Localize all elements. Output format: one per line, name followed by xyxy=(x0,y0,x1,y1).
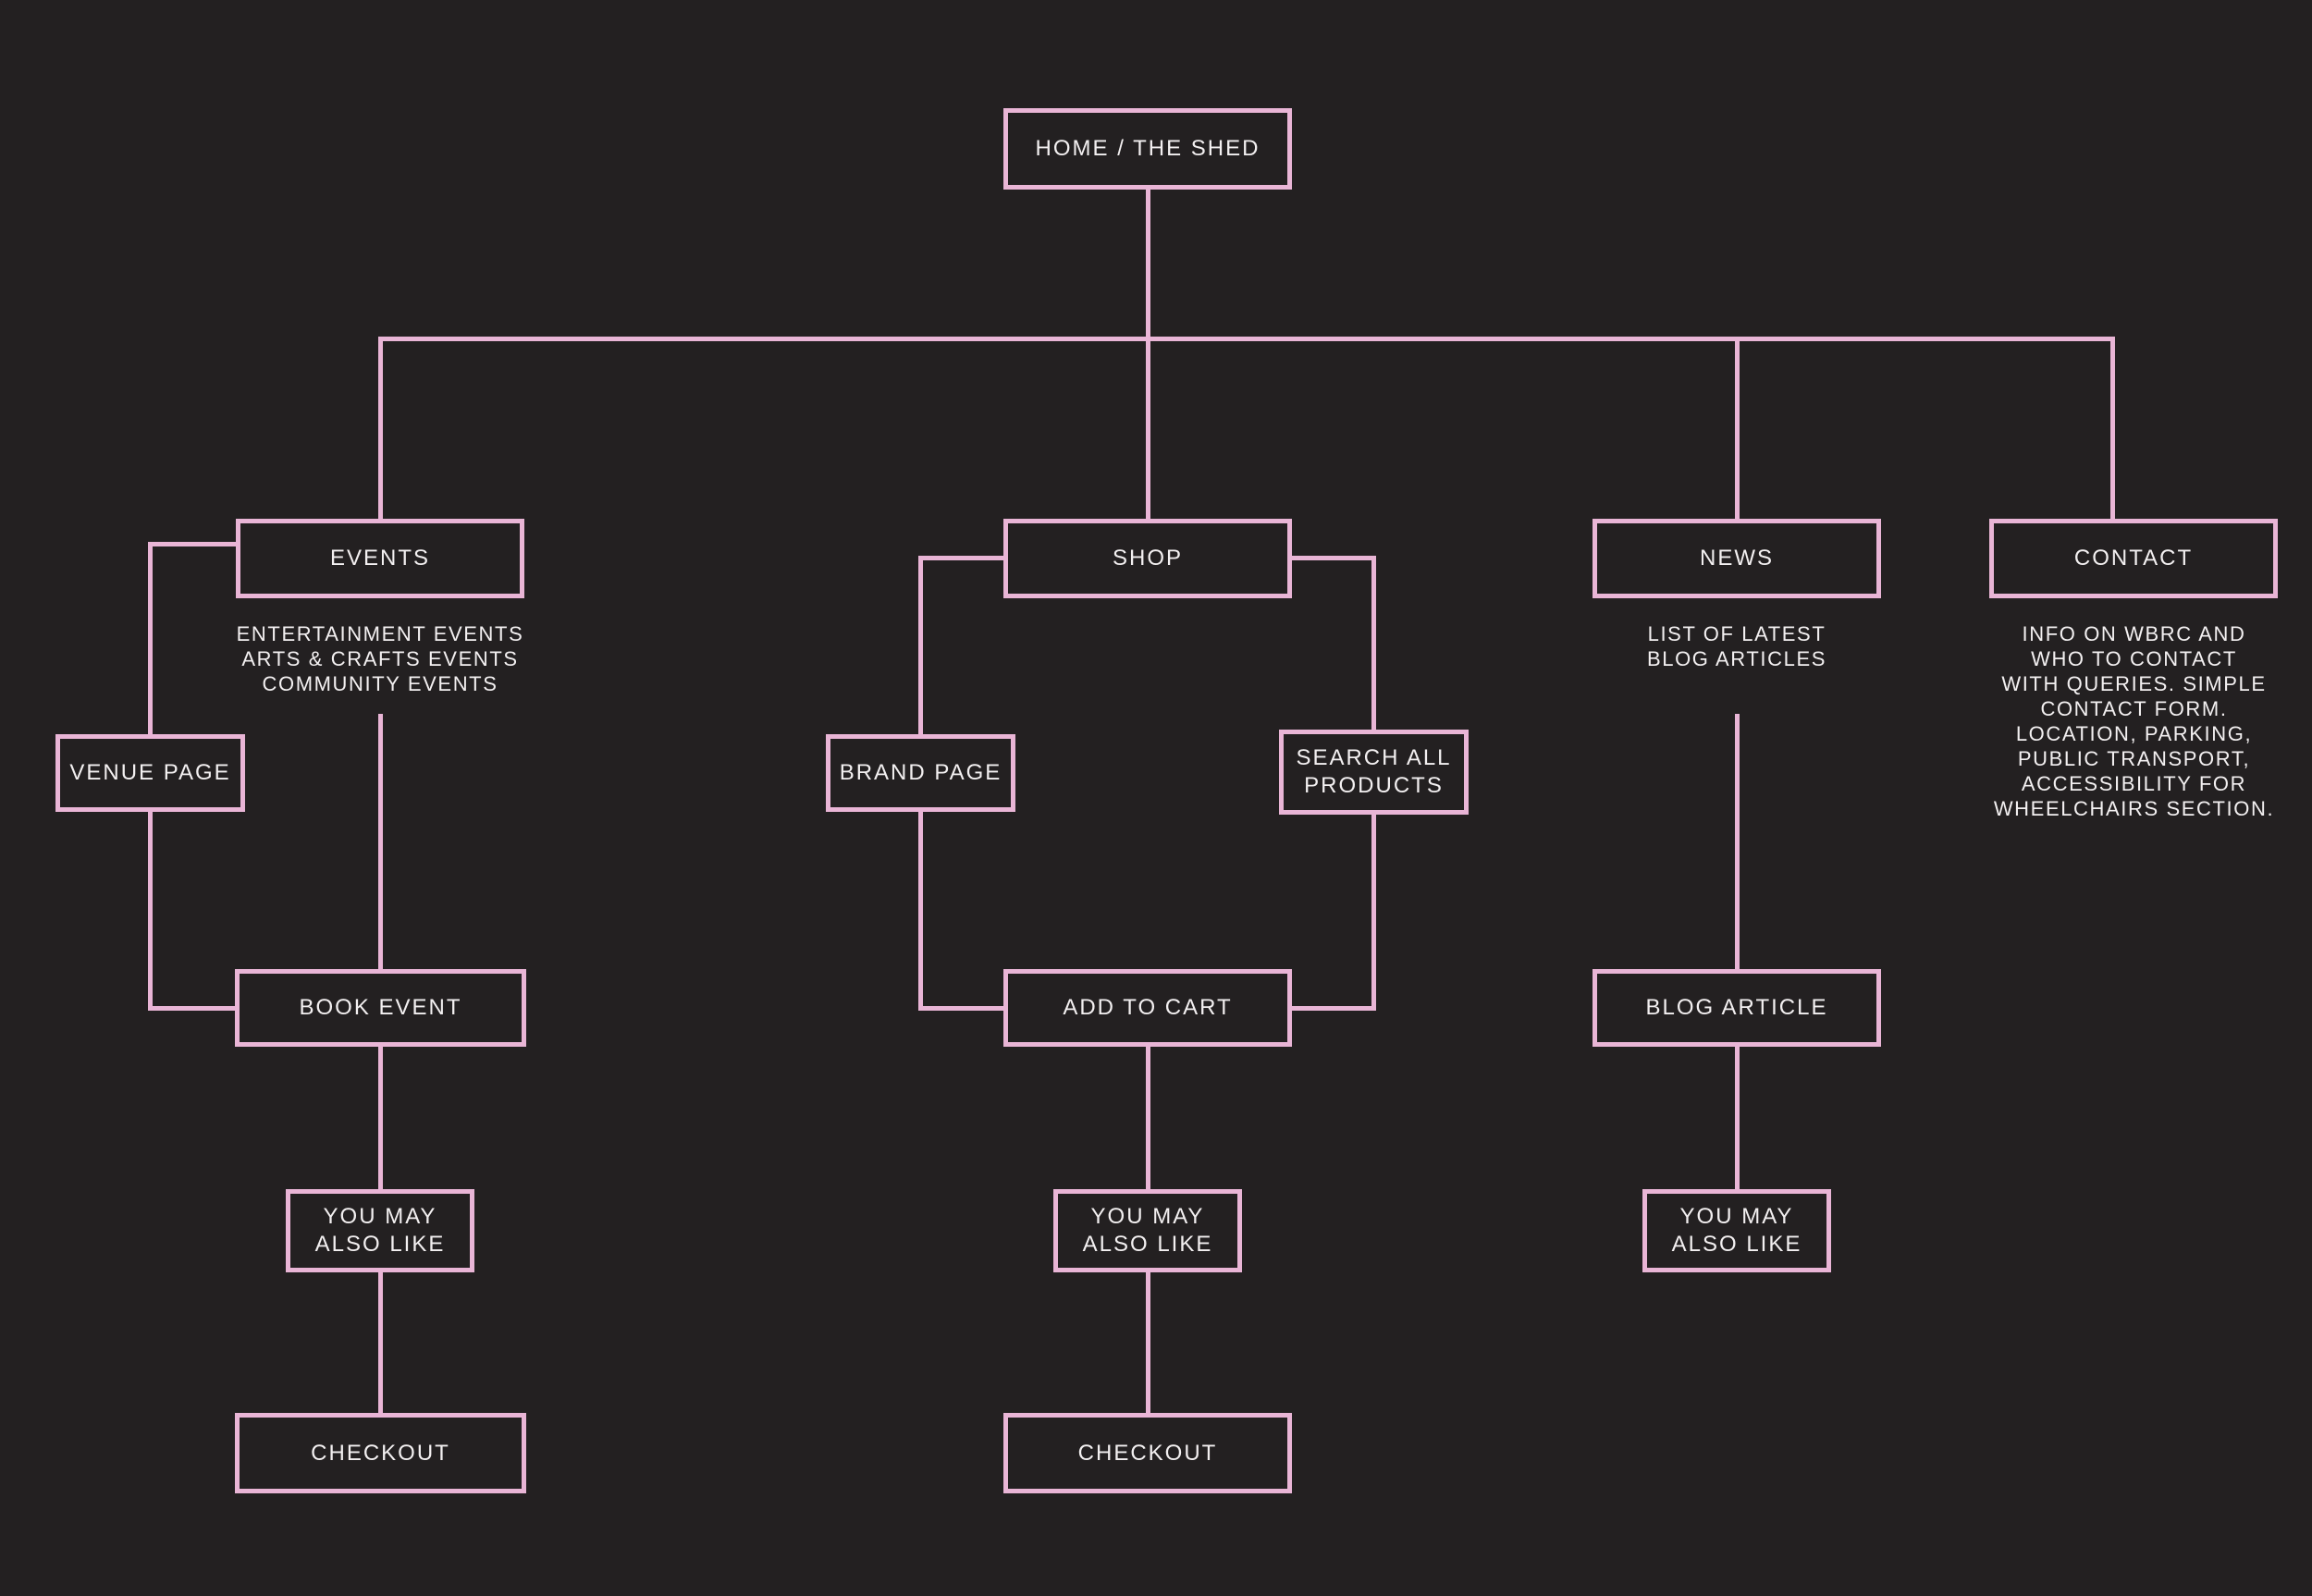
node-you-may-also-like-shop: YOU MAY ALSO LIKE xyxy=(1053,1189,1242,1272)
connector-trunk-to-contact xyxy=(2110,337,2115,519)
node-shop-label: SHOP xyxy=(1112,546,1183,571)
news-description: LIST OF LATEST BLOG ARTICLES xyxy=(1646,622,1827,670)
connector-ymal-to-checkout-shop xyxy=(1146,1272,1150,1413)
node-search-all-products: SEARCH ALL PRODUCTS xyxy=(1279,730,1469,815)
connector-book-to-ymal xyxy=(378,1047,383,1189)
node-venue-page-label: VENUE PAGE xyxy=(69,760,231,785)
connector-shop-to-brand-v xyxy=(918,556,923,734)
connector-venue-to-book-v xyxy=(148,812,153,1011)
node-blog-article: BLOG ARTICLE xyxy=(1593,969,1881,1047)
connector-brand-to-cart-h xyxy=(918,1006,1003,1011)
connector-search-to-cart-h xyxy=(1292,1006,1376,1011)
node-checkout-events: CHECKOUT xyxy=(235,1413,526,1493)
node-news: NEWS xyxy=(1593,519,1881,598)
node-you-may-also-like-news: YOU MAY ALSO LIKE xyxy=(1642,1189,1831,1272)
connector-shop-to-search-v xyxy=(1371,556,1376,730)
connector-trunk-to-events xyxy=(378,337,383,519)
node-you-may-also-like-events: YOU MAY ALSO LIKE xyxy=(286,1189,474,1272)
node-blog-article-label: BLOG ARTICLE xyxy=(1645,995,1828,1020)
node-checkout-shop-label: CHECKOUT xyxy=(1077,1440,1218,1466)
node-add-to-cart: ADD TO CART xyxy=(1003,969,1292,1047)
node-contact: CONTACT xyxy=(1989,519,2278,598)
connector-shop-to-search-h xyxy=(1292,556,1376,560)
node-you-may-also-like-shop-label: YOU MAY ALSO LIKE xyxy=(1082,1204,1213,1257)
connector-events-to-venue-v xyxy=(148,542,153,734)
node-you-may-also-like-events-label: YOU MAY ALSO LIKE xyxy=(314,1204,446,1257)
node-home-label: HOME / THE SHED xyxy=(1035,136,1261,161)
node-book-event: BOOK EVENT xyxy=(235,969,526,1047)
connector-venue-to-book-h xyxy=(148,1006,235,1011)
connector-events-to-book xyxy=(378,714,383,969)
node-news-label: NEWS xyxy=(1700,546,1774,571)
node-events-label: EVENTS xyxy=(329,546,431,571)
node-brand-page: BRAND PAGE xyxy=(826,734,1015,812)
node-venue-page: VENUE PAGE xyxy=(55,734,245,812)
events-description: ENTERTAINMENT EVENTS ARTS & CRAFTS EVENT… xyxy=(236,622,524,695)
node-events: EVENTS xyxy=(236,519,524,598)
node-search-all-products-label: SEARCH ALL PRODUCTS xyxy=(1296,745,1452,798)
connector-events-to-venue-h xyxy=(148,542,236,546)
node-shop: SHOP xyxy=(1003,519,1292,598)
connector-news-to-blog xyxy=(1735,714,1740,969)
connector-trunk-to-news xyxy=(1735,337,1740,519)
node-add-to-cart-label: ADD TO CART xyxy=(1063,995,1233,1020)
node-contact-label: CONTACT xyxy=(2073,546,2194,571)
connector-shop-to-brand-h xyxy=(918,556,1003,560)
node-home: HOME / THE SHED xyxy=(1003,108,1292,190)
node-checkout-events-label: CHECKOUT xyxy=(311,1440,450,1466)
node-you-may-also-like-news-label: YOU MAY ALSO LIKE xyxy=(1671,1204,1802,1257)
connector-blog-to-ymal xyxy=(1735,1047,1740,1189)
contact-description: INFO ON WBRC AND WHO TO CONTACT WITH QUE… xyxy=(1993,622,2275,820)
node-brand-page-label: BRAND PAGE xyxy=(839,760,1002,785)
connector-home-to-shop xyxy=(1146,190,1150,519)
connector-main-trunk xyxy=(378,337,2115,341)
node-book-event-label: BOOK EVENT xyxy=(299,995,462,1020)
connector-search-to-cart-v xyxy=(1371,815,1376,1011)
node-checkout-shop: CHECKOUT xyxy=(1003,1413,1292,1493)
connector-ymal-to-checkout-events xyxy=(378,1272,383,1413)
connector-cart-to-ymal xyxy=(1146,1047,1150,1189)
connector-brand-to-cart-v xyxy=(918,812,923,1011)
